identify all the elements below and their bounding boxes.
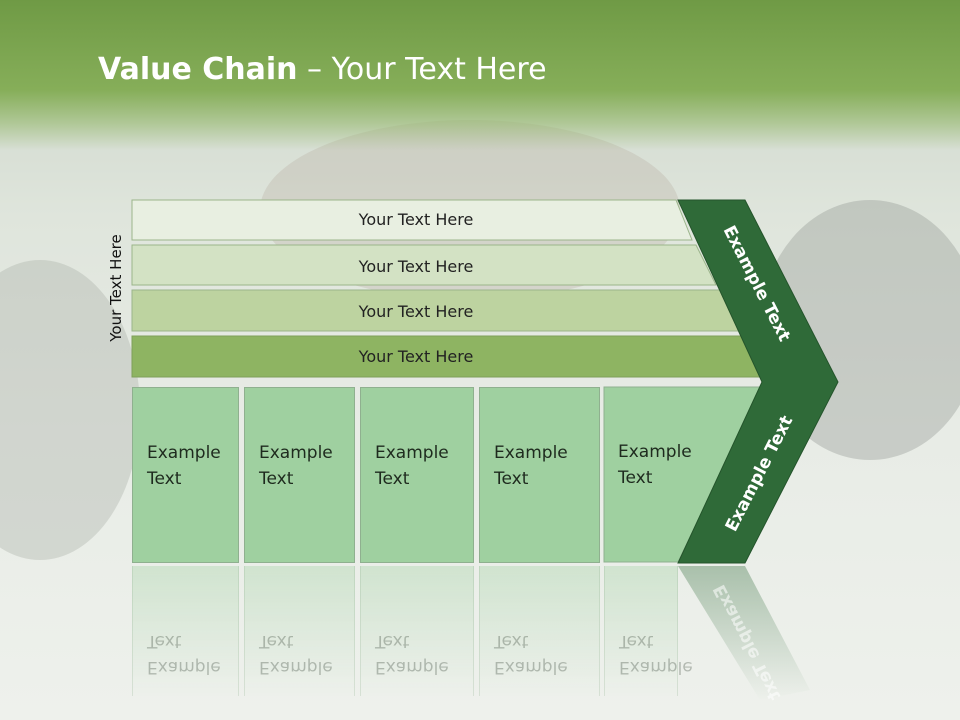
reflection-line2: Text (147, 631, 182, 651)
margin-chevron (677, 199, 839, 564)
support-bar-label: Your Text Here (358, 210, 474, 229)
primary-box-reflection: Example Text (132, 566, 239, 696)
primary-box: Example Text (479, 387, 600, 563)
reflection-line1: Example (619, 657, 693, 677)
support-bar-label: Your Text Here (358, 347, 474, 366)
reflection-line2: Text (259, 631, 294, 651)
slide-title: Value Chain – Your Text Here (98, 52, 547, 87)
primary-box-line2: Text (259, 469, 294, 489)
primary-box-reflection: Example Text (244, 566, 355, 696)
support-bar-shape (131, 244, 717, 286)
primary-box: Example Text (360, 387, 474, 563)
reflection-line1: Example (259, 657, 333, 677)
support-bars: Your Text Here Your Text Here Your Text … (131, 199, 763, 378)
reflection-line2: Text (619, 631, 654, 651)
primary-box-line2: Text (618, 468, 653, 488)
header-band (0, 0, 960, 150)
title-bold: Value Chain (98, 52, 298, 87)
primary-box: Example Text (132, 387, 239, 563)
primary-box-line2: Text (147, 469, 182, 489)
reflection-line2: Text (375, 631, 410, 651)
reflection-line1: Example (375, 657, 449, 677)
primary-box-line2: Text (375, 469, 410, 489)
reflection-line1: Example (147, 657, 221, 677)
support-bar-label: Your Text Here (358, 257, 474, 276)
margin-chevron-reflection (678, 566, 810, 700)
primary-box-line1: Example (259, 443, 333, 463)
primary-box-line1: Example (375, 443, 449, 463)
primary-box: Example Text (604, 387, 704, 563)
support-bar-shape (131, 199, 693, 241)
primary-box-reflection: Example Text (479, 566, 600, 696)
primary-box-line1: Example (618, 442, 692, 462)
support-bar-label: Your Text Here (358, 302, 474, 321)
primary-box-reflection: Example Text (604, 566, 693, 696)
primary-box-reflection: Example Text (360, 566, 474, 696)
primary-box-line1: Example (494, 443, 568, 463)
primary-box-line1: Example (147, 443, 221, 463)
primary-box-line2: Text (494, 469, 529, 489)
title-rest: – Your Text Here (297, 52, 547, 87)
primary-box: Example Text (244, 387, 355, 563)
reflection-line1: Example (494, 657, 568, 677)
reflection-line2: Text (494, 631, 529, 651)
